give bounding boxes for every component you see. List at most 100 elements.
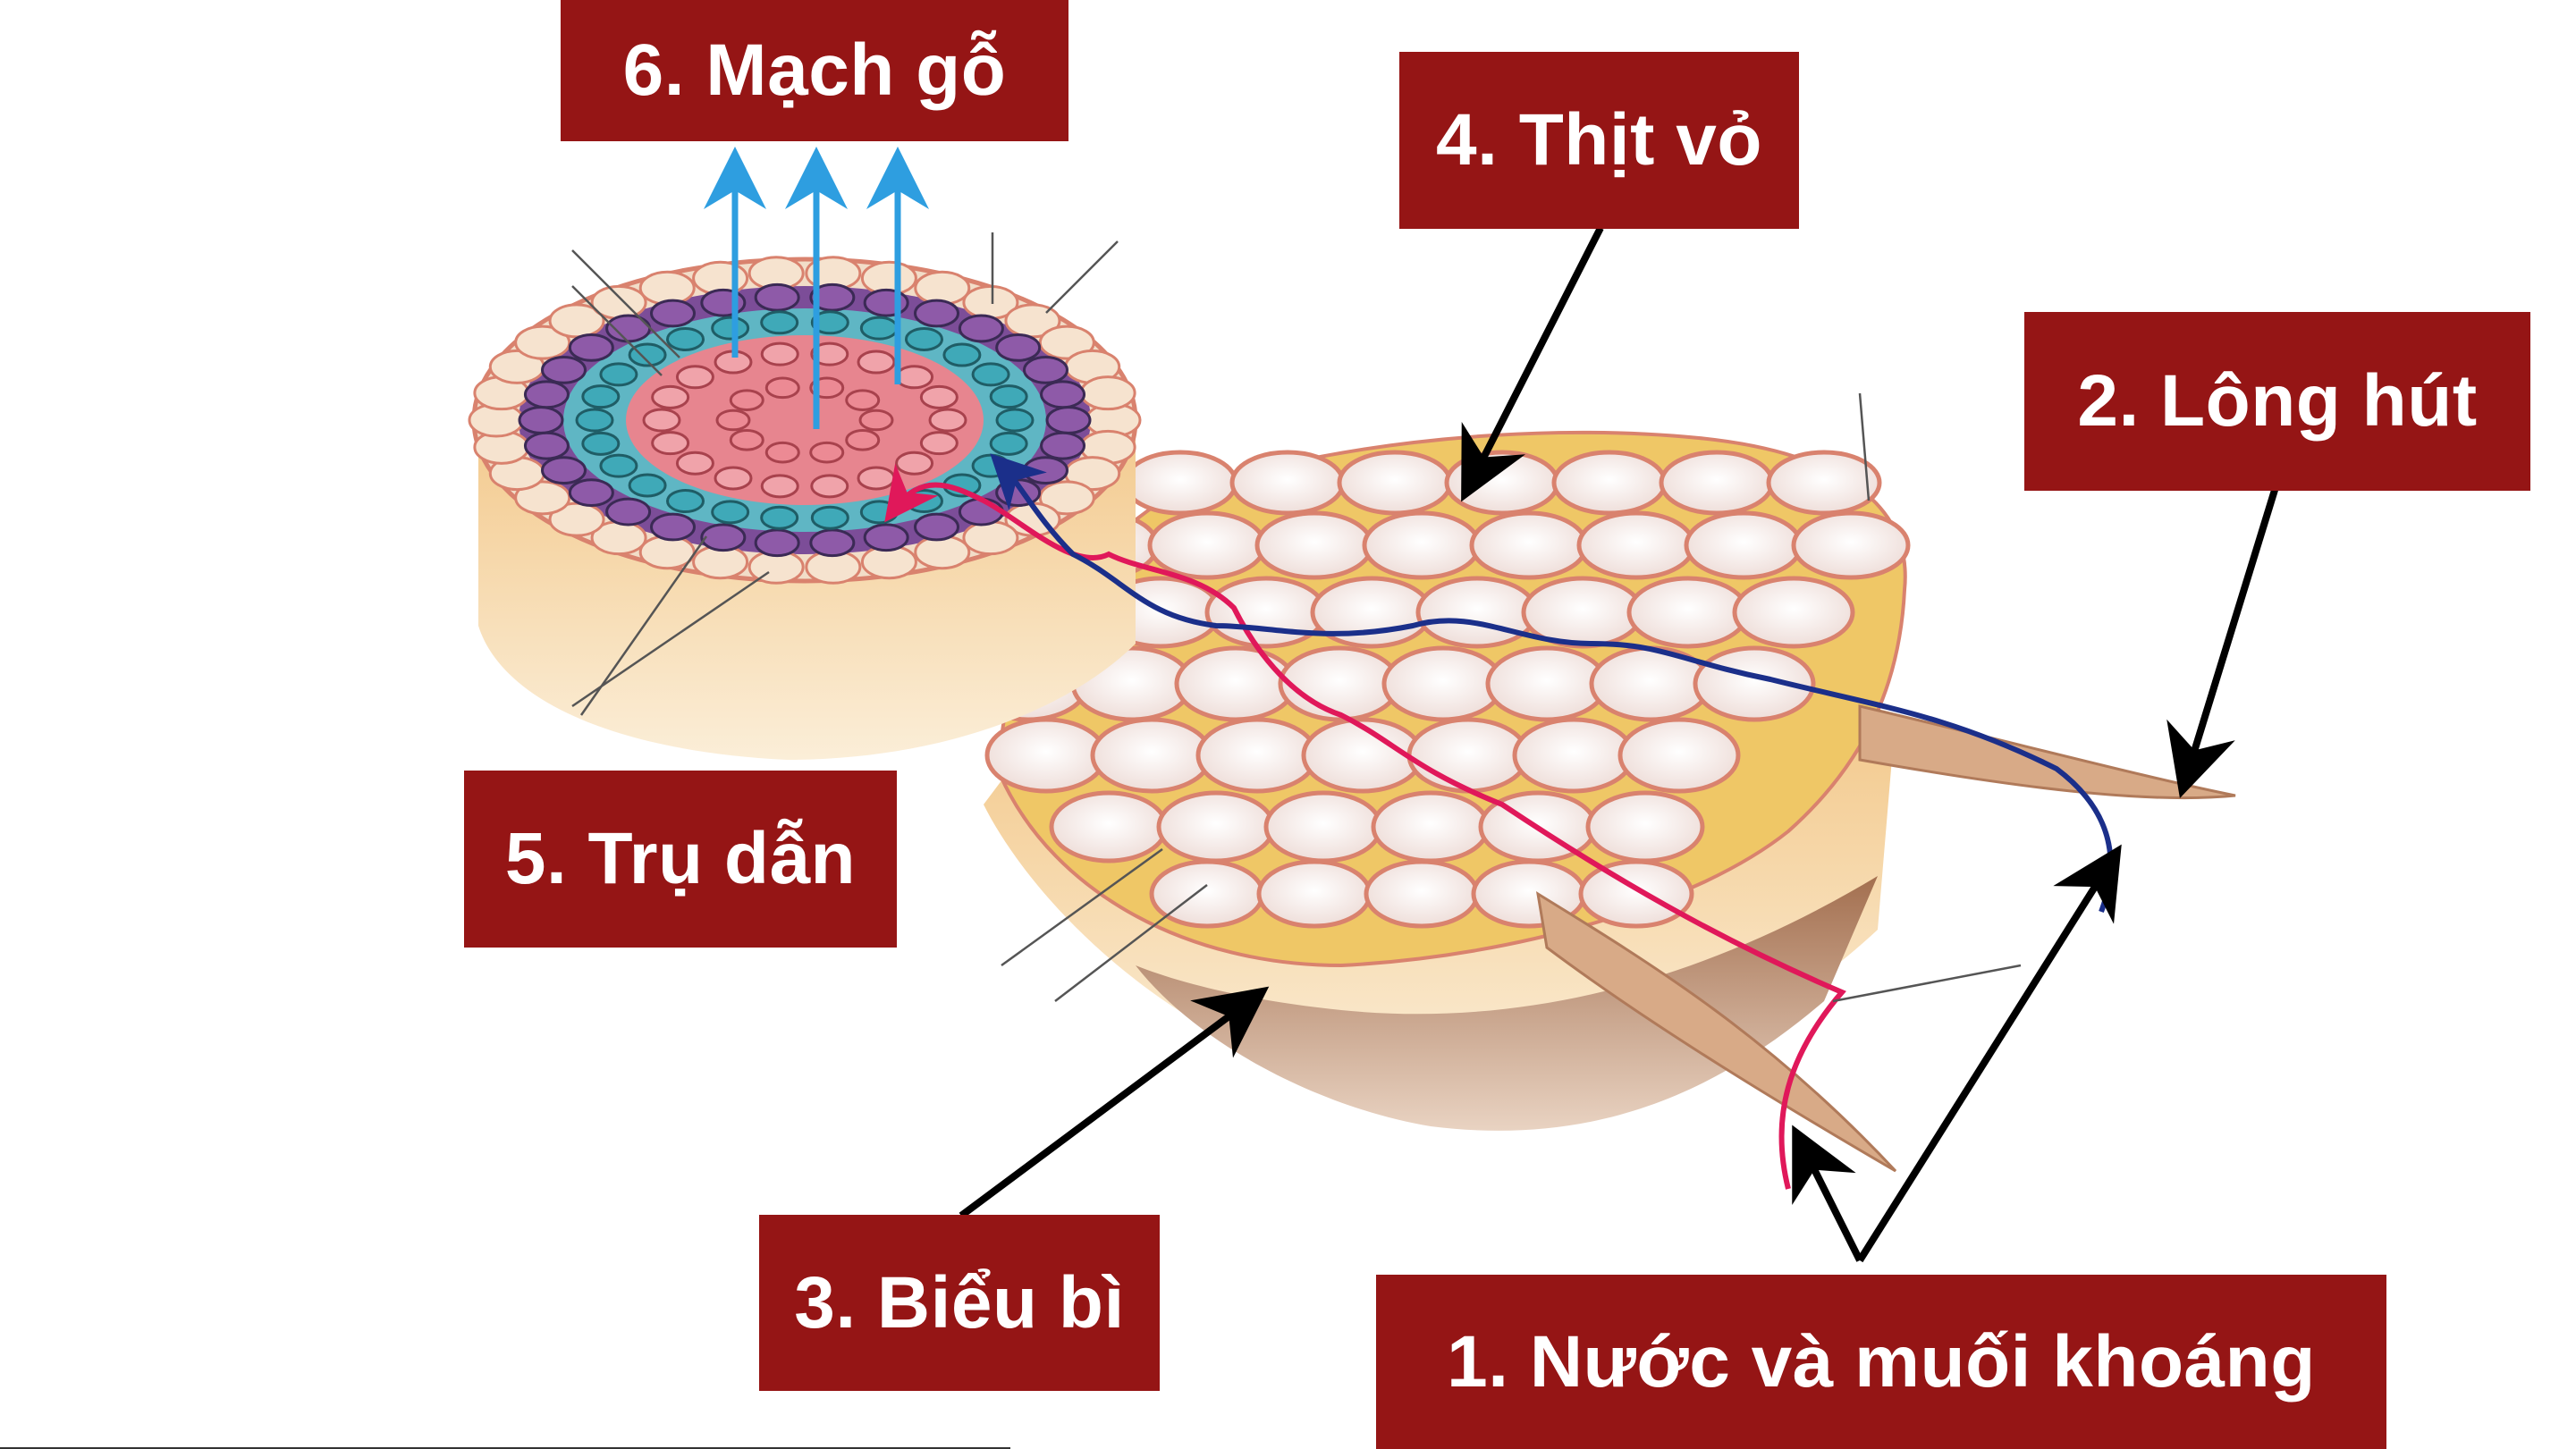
stele-cell [997, 334, 1040, 360]
label-water-minerals: 1. Nước và muối khoáng [1376, 1275, 2386, 1449]
cortex-cell [1515, 720, 1633, 791]
stele-cell [762, 343, 798, 365]
stele-cell [897, 366, 933, 388]
stele-cell [921, 386, 957, 408]
cortex-cell [1409, 720, 1527, 791]
stele-cell [812, 476, 848, 497]
pointer-root-hair [2186, 487, 2276, 778]
stele-cell [916, 272, 969, 304]
cortex-cell [1159, 793, 1273, 861]
stele-cell [766, 378, 798, 398]
stele-cell [858, 351, 894, 373]
cortex-cell [1280, 648, 1398, 720]
root-hair-upper [1860, 706, 2235, 798]
stele-cell [525, 382, 568, 408]
stele-cell [1047, 408, 1090, 434]
cortex-cell [1418, 578, 1536, 646]
stele-cell [997, 409, 1033, 431]
stele-cell [959, 499, 1002, 525]
stele-cell [525, 433, 568, 459]
cortex-cell [1588, 793, 1702, 861]
stele-cell [668, 328, 704, 350]
stele-cell [519, 408, 562, 434]
cortex-cell [1661, 452, 1772, 513]
cortex-cell [1257, 513, 1372, 577]
pointer-water-lower [1802, 1144, 1860, 1260]
stele-cell [865, 525, 908, 551]
cortex-cell [1447, 452, 1558, 513]
cortex-cell [1339, 452, 1450, 513]
cortex-cell [1686, 513, 1801, 577]
cortex-cell [1150, 513, 1264, 577]
stele-cell [1024, 357, 1067, 383]
cortex-cell [1259, 862, 1370, 926]
cortex-cell [1472, 513, 1586, 577]
cortex-cell [1052, 793, 1166, 861]
stele-cell [583, 433, 619, 454]
cortex-cell [1266, 793, 1381, 861]
label-vascular-cylinder: 5. Trụ dẫn [464, 771, 897, 948]
stele-cell [762, 312, 798, 333]
stele-cell [847, 431, 879, 451]
stele-cell [756, 284, 798, 310]
stele-cell [811, 530, 854, 556]
stele-cell [811, 442, 843, 462]
stele-cell [858, 468, 894, 489]
stele-cell [713, 317, 748, 339]
stele-cell [762, 476, 798, 497]
cortex-cell [1232, 452, 1343, 513]
stele-cell [916, 514, 959, 540]
stele-cell [812, 507, 848, 528]
stele-cell [991, 433, 1026, 454]
cortex-cell [1581, 862, 1692, 926]
stele-cell [668, 491, 704, 512]
cortex-cell [1366, 862, 1477, 926]
cortex-cell [1488, 648, 1606, 720]
stele-cell [731, 431, 763, 451]
stele-cell [944, 344, 980, 366]
stele-cell [964, 522, 1018, 554]
stele-cell [677, 452, 713, 474]
cortex-cell [1384, 648, 1502, 720]
cortex-cell [1373, 793, 1488, 861]
cortex-cell [1629, 578, 1747, 646]
stele-cell [653, 386, 688, 408]
cortex-cell [1177, 648, 1295, 720]
stele-cell [916, 536, 969, 569]
stele-cell [652, 514, 695, 540]
stele-cell [715, 468, 751, 489]
stele-cell [861, 501, 897, 523]
cortex-cell [1198, 720, 1316, 791]
cortex-cell [1125, 452, 1236, 513]
stele-cell [677, 366, 713, 388]
cortex-cell [1364, 513, 1479, 577]
stele-cell [653, 433, 688, 454]
cortex-cell [1093, 720, 1211, 791]
stele-cell [897, 452, 933, 474]
pointer-epidermis [961, 999, 1252, 1216]
cortex-cell [987, 720, 1105, 791]
stele-cell [756, 530, 798, 556]
pointer-water-upper [1860, 863, 2110, 1260]
label-cortex: 4. Thịt vỏ [1399, 52, 1799, 229]
stele-cell [702, 525, 745, 551]
stele-cell [906, 328, 942, 350]
stele-cell [717, 410, 749, 430]
stele-cell [577, 409, 612, 431]
stele-cell [640, 272, 694, 304]
stele-cell [1024, 458, 1067, 484]
cortex-cell [1794, 513, 1908, 577]
cortex-cell [1554, 452, 1665, 513]
stele-cell [916, 300, 959, 326]
stele-cell [1042, 382, 1085, 408]
stele-cell [860, 410, 892, 430]
stele-cell [865, 290, 908, 316]
stele-cell [847, 391, 879, 410]
stele-cell [731, 391, 763, 410]
stele-cell [861, 317, 897, 339]
stele-cell [570, 480, 612, 506]
stele-cell [762, 507, 798, 528]
label-xylem: 6. Mạch gỗ [561, 0, 1068, 141]
stele-cell [1042, 433, 1085, 459]
